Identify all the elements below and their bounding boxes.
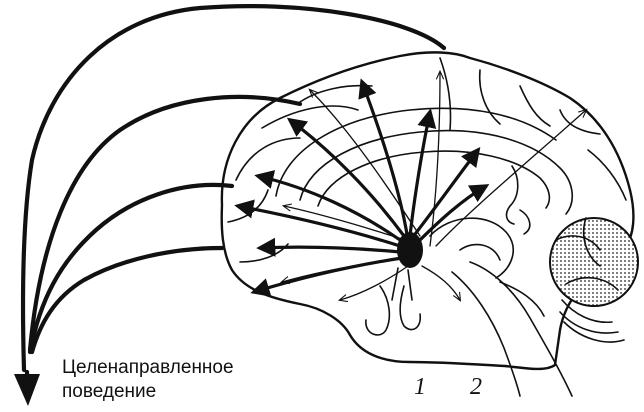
caption-line2: поведение [62, 380, 234, 404]
projection-arrows [238, 82, 486, 292]
caption-goal-directed-behavior: Целенаправленное поведение [62, 356, 234, 404]
marker-1: 1 [414, 374, 426, 401]
cerebellum [550, 218, 638, 342]
thalamus [430, 218, 513, 278]
marker-2: 2 [470, 374, 482, 401]
caption-line1: Целенаправленное [62, 356, 234, 380]
